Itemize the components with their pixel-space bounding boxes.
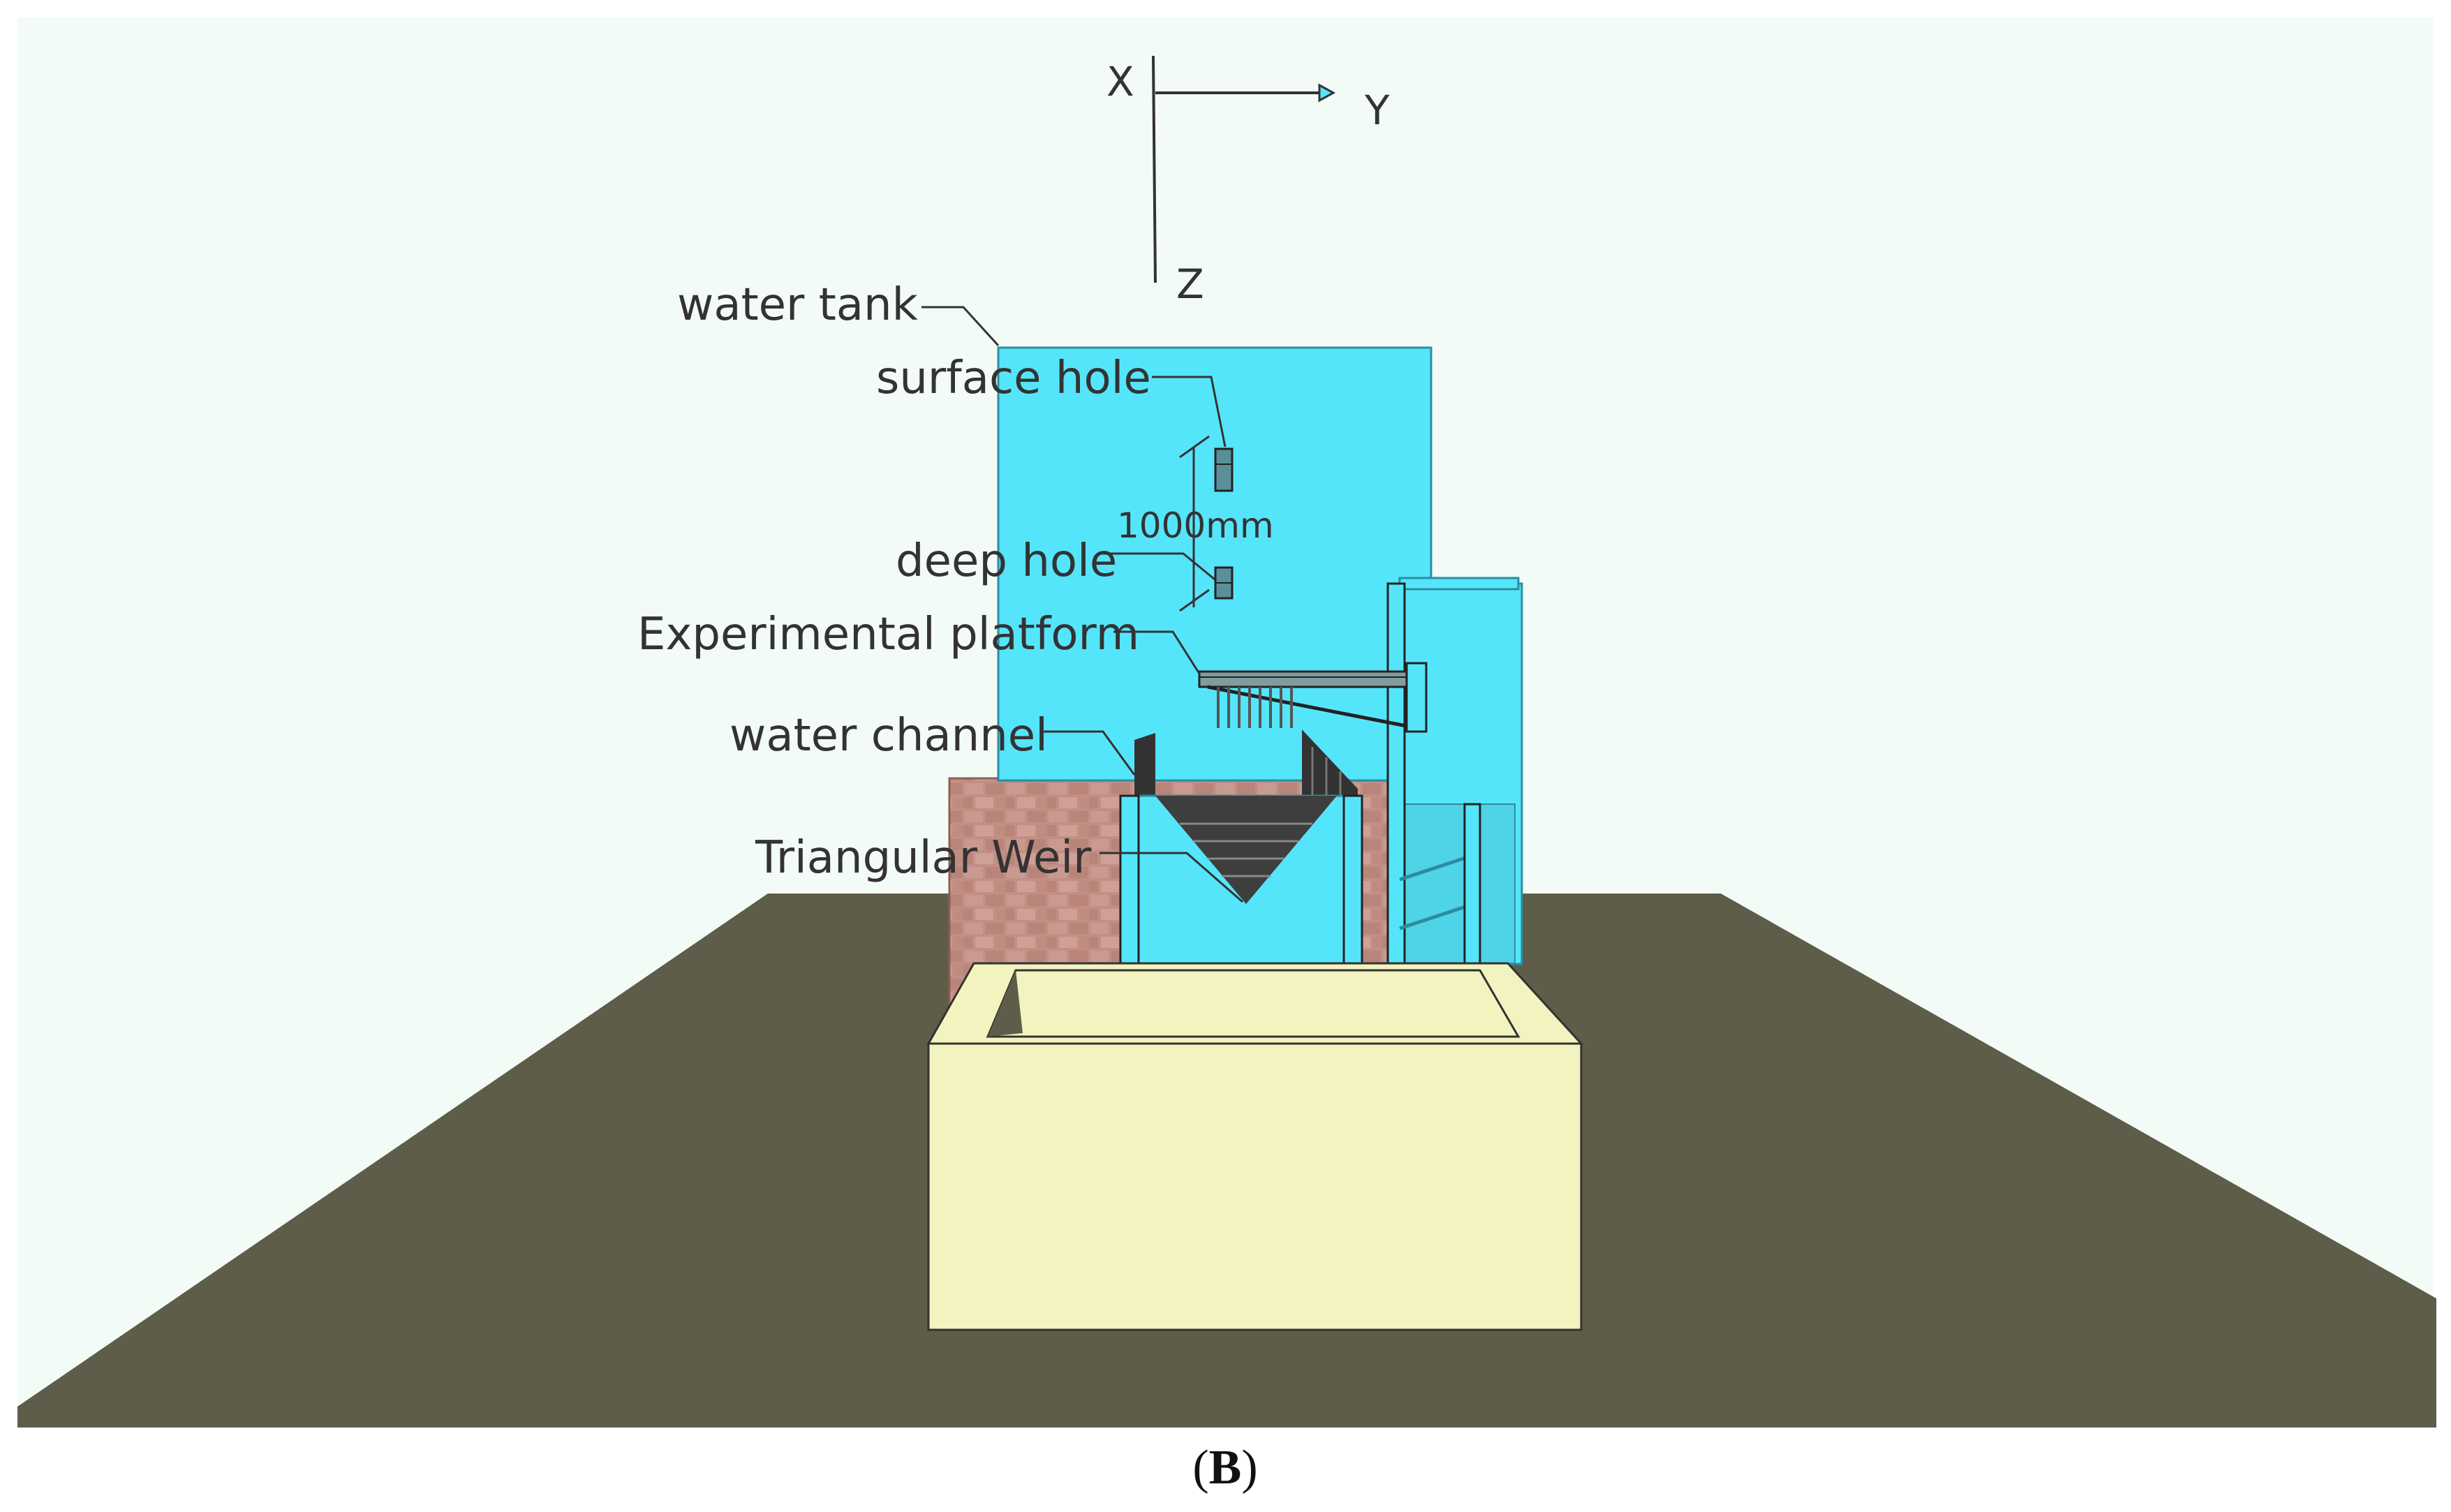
label-experimental-platform: Experimental platform bbox=[637, 609, 1139, 660]
collection-pool bbox=[926, 962, 1584, 1331]
coordinate-axes bbox=[1152, 55, 1336, 283]
leader-lines bbox=[921, 306, 1243, 903]
label-surface-hole: surface hole bbox=[876, 353, 1151, 404]
label-water-tank: water tank bbox=[677, 279, 918, 331]
label-deep-hole: deep hole bbox=[896, 535, 1117, 587]
axis-z-label: Z bbox=[1176, 260, 1204, 308]
label-dimension: 1000mm bbox=[1117, 505, 1274, 546]
figure-caption: (B) bbox=[1192, 1441, 1257, 1495]
axis-y-label: Y bbox=[1364, 87, 1390, 134]
surface-hole-icon bbox=[1214, 447, 1234, 492]
deep-hole-icon bbox=[1214, 566, 1234, 600]
triangular-weir bbox=[1119, 794, 1363, 968]
caption-close: ) bbox=[1241, 1441, 1257, 1495]
experimental-platform bbox=[1198, 662, 1428, 733]
dimension-marker bbox=[1179, 435, 1210, 612]
label-water-channel: water channel bbox=[730, 710, 1048, 762]
axis-x-label: X bbox=[1106, 58, 1134, 105]
label-triangular-weir: Triangular Weir bbox=[755, 832, 1092, 884]
caption-open: ( bbox=[1192, 1441, 1208, 1495]
support-tower bbox=[1386, 577, 1523, 965]
caption-letter: B bbox=[1209, 1441, 1242, 1495]
